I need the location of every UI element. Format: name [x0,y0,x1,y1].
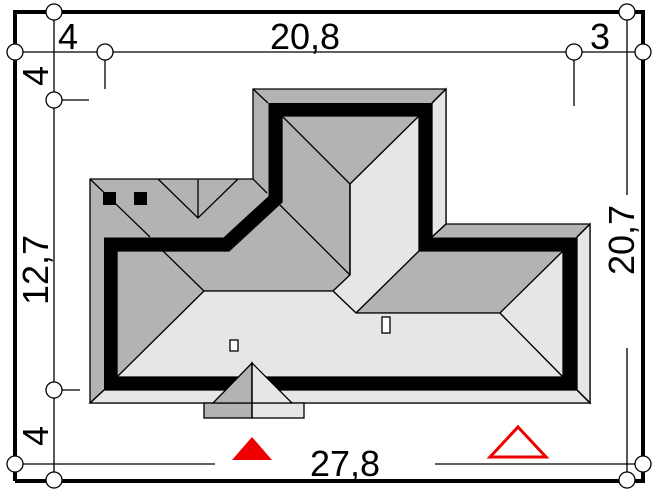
dim-right-middle: 20,7 [601,205,642,275]
entrance-marker-outline-icon [486,424,550,459]
roof-lines [89,88,591,404]
dimension-nodes [6,3,652,489]
roof-facet-right-hip [499,249,564,379]
porch-roof [203,361,305,419]
dim-left-middle: 12,7 [15,235,56,305]
dim-top-middle: 20,8 [270,16,340,57]
roof-vent [381,316,391,334]
chimney [103,192,116,205]
dim-bottom-middle: 27,8 [310,443,380,484]
entrance-marker-filled-icon [232,437,272,460]
dim-left-bottom: 4 [15,426,56,446]
exterior-wall [104,103,577,390]
dimension-lines [15,12,643,480]
roof-vent [229,339,239,352]
eave-tower-right [431,87,447,239]
eave-right [576,222,591,405]
chimney [134,192,147,205]
eave-bottom [88,389,592,404]
plot-boundary [13,10,645,483]
dim-left-top: 4 [15,66,56,86]
dim-top-right: 3 [590,16,610,57]
dim-top-left: 4 [58,16,78,57]
roof [88,87,592,419]
